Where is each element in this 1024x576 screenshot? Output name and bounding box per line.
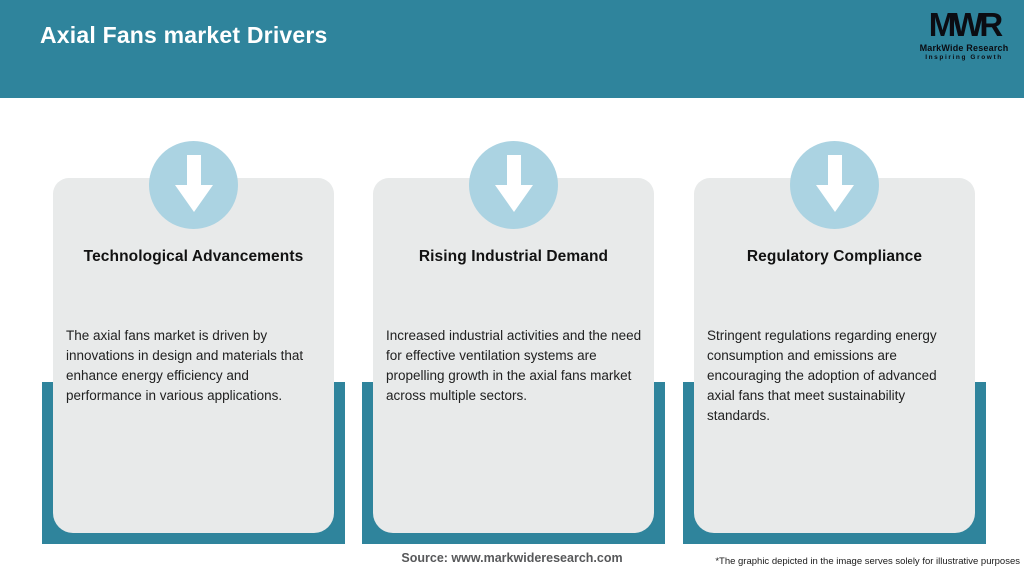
arrow-down-icon: [469, 141, 558, 229]
arrow-down-icon: [790, 141, 879, 229]
driver-card: Technological Advancements The axial fan…: [53, 178, 334, 533]
header-bar: Axial Fans market Drivers MWR MarkWide R…: [0, 0, 1024, 98]
driver-card: Rising Industrial Demand Increased indus…: [373, 178, 654, 533]
disclaimer-note: *The graphic depicted in the image serve…: [715, 556, 1020, 567]
driver-column-rising-industrial-demand: Rising Industrial Demand Increased indus…: [362, 140, 665, 550]
logo-tagline: Inspiring Growth: [925, 54, 1003, 61]
source-attribution: Source: www.markwideresearch.com: [401, 551, 623, 565]
page-title: Axial Fans market Drivers: [40, 22, 328, 48]
driver-column-regulatory-compliance: Regulatory Compliance Stringent regulati…: [683, 140, 986, 550]
markwide-research-logo: MWR MarkWide Research Inspiring Growth: [916, 5, 1012, 61]
card-title: Rising Industrial Demand: [418, 248, 609, 265]
logo-acronym: MWR: [928, 5, 1003, 44]
card-title: Technological Advancements: [83, 248, 304, 265]
card-body: The axial fans market is driven by innov…: [66, 328, 304, 403]
driver-card: Regulatory Compliance Stringent regulati…: [694, 178, 975, 533]
card-body: Stringent regulations regarding energy c…: [707, 328, 937, 423]
card-body: Increased industrial activities and the …: [386, 328, 642, 403]
driver-column-technological-advancements: Technological Advancements The axial fan…: [42, 140, 345, 550]
logo-name: MarkWide Research: [919, 43, 1009, 53]
card-title: Regulatory Compliance: [746, 248, 923, 265]
arrow-down-icon: [149, 141, 238, 229]
